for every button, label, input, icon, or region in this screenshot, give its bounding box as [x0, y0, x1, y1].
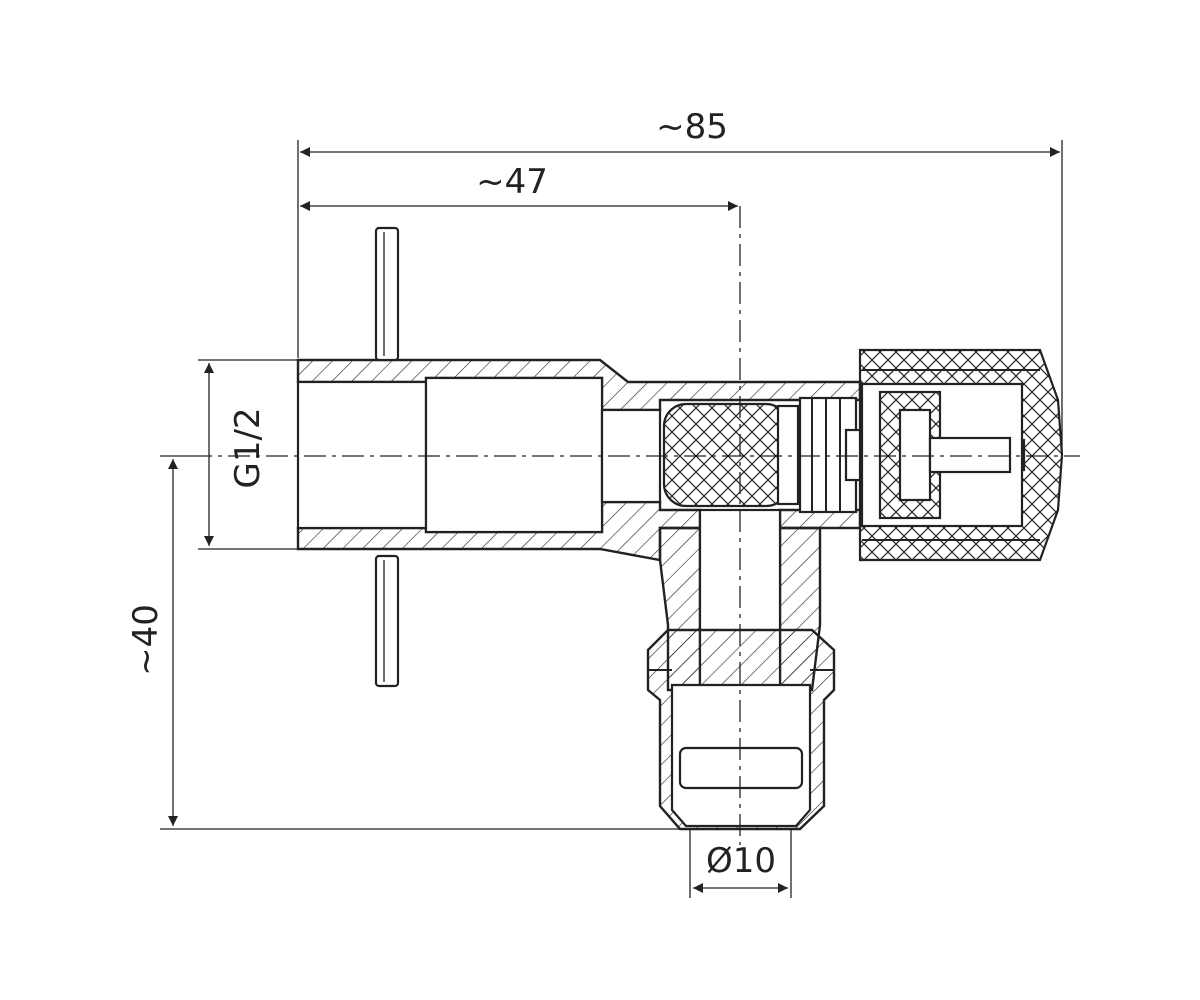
handle-bar-upper	[374, 226, 400, 362]
cap-nut	[898, 408, 932, 502]
height-label: ~40	[126, 604, 166, 676]
overall-length-label: ~85	[656, 107, 728, 147]
center-length-label: ~47	[476, 162, 548, 202]
valve-body	[296, 226, 1064, 831]
dimension-labels: ~85 ~47 G1/2 ~40 Ø10	[126, 107, 776, 881]
handle-bar-lower	[374, 554, 400, 688]
outlet-diameter-label: Ø10	[706, 841, 776, 881]
center-lines	[190, 206, 1080, 845]
inlet-bore-front	[296, 380, 428, 530]
inlet-bore-rear	[424, 376, 604, 534]
olive-ring	[678, 746, 804, 790]
filter-cap	[776, 404, 800, 506]
thread-label: G1/2	[228, 407, 268, 488]
cap-stem	[928, 436, 1012, 474]
filter-screen	[662, 402, 790, 508]
dimension-lines	[160, 140, 1063, 898]
